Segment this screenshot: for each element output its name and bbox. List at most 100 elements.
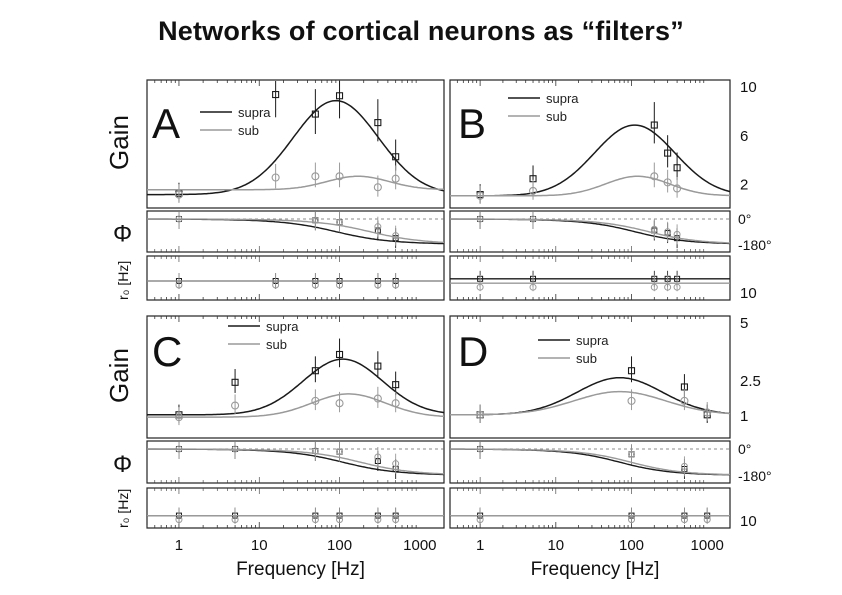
rate-point-sub — [374, 281, 382, 289]
rate-point-sub — [336, 516, 344, 524]
legend-label-sub: sub — [576, 351, 597, 366]
legend-label-sub: sub — [238, 123, 259, 138]
gain-point-sub — [476, 410, 485, 419]
phase-curve-sub — [147, 218, 445, 244]
phase-frame — [146, 210, 445, 253]
rate-axis-label: r₀ [Hz] — [115, 489, 131, 528]
x-axis-label: Frequency [Hz] — [531, 559, 660, 580]
gain-curve-sub — [147, 175, 445, 191]
gain-point-supra — [374, 362, 382, 370]
gain-point-supra — [311, 367, 319, 375]
phase-point-sub — [529, 215, 537, 223]
phase-frame — [146, 440, 445, 484]
gain-point-sub — [174, 190, 184, 199]
rate-point-sub — [336, 281, 344, 289]
phase-point-sub — [392, 460, 400, 468]
legend-label-supra: supra — [266, 319, 299, 334]
x-tick-label: 1000 — [691, 537, 724, 554]
rate-point-sub — [311, 281, 319, 289]
gain-frame — [449, 79, 731, 209]
phase-tick-label: -180° — [738, 468, 772, 484]
panel-letter: D — [458, 328, 488, 375]
gain-point-supra — [664, 149, 672, 157]
phase-point-sub — [374, 453, 382, 461]
phase-curve-supra — [147, 218, 445, 245]
phase-point-sub — [476, 215, 484, 223]
phase-point-sub — [476, 445, 484, 453]
phase-axis-label: Φ — [113, 451, 132, 478]
phase-tick-label: 0° — [738, 211, 751, 227]
gain-tick-label: 10 — [740, 79, 757, 96]
panel-letter: C — [152, 328, 182, 375]
phase-point-sub — [664, 228, 672, 236]
gain-tick-label: 6 — [740, 128, 748, 145]
phase-point-sub — [336, 218, 344, 226]
gain-tick-label: 2 — [740, 177, 748, 194]
phase-tick-label: 0° — [738, 441, 751, 457]
phase-point-sub — [392, 232, 400, 240]
gain-point-supra — [272, 90, 280, 99]
gain-point-supra — [374, 119, 382, 127]
rate-point-sub — [272, 281, 280, 289]
phase-point-sub — [175, 445, 183, 453]
phase-frame — [449, 440, 731, 484]
gain-curve-sub — [450, 390, 731, 416]
gain-point-sub — [476, 191, 485, 200]
gain-frame — [146, 79, 445, 209]
rate-tick-label: 10 — [740, 513, 757, 530]
phase-point-sub — [680, 462, 688, 470]
phase-point-sub — [311, 216, 319, 224]
rate-point-sub — [311, 516, 319, 524]
phase-point-sub — [650, 225, 658, 233]
rate-point-sub — [628, 516, 636, 524]
gain-axis-label: Gain — [104, 348, 134, 403]
gain-axis-label: Gain — [104, 115, 134, 170]
gain-point-supra — [392, 381, 400, 389]
gain-point-sub — [680, 396, 689, 405]
phase-point-sub — [336, 448, 344, 456]
rate-point-sub — [703, 516, 711, 524]
phase-curve-supra — [450, 448, 730, 476]
x-axis-label: Frequency [Hz] — [236, 559, 365, 580]
x-tick-label: 1000 — [403, 537, 436, 554]
slide-title: Networks of cortical neurons as “filters… — [158, 16, 684, 46]
phase-tick-label: -180° — [738, 237, 772, 253]
gain-curve-sub — [450, 175, 731, 197]
rate-point-sub — [392, 516, 400, 524]
rate-frame — [146, 487, 445, 529]
rate-axis-label: r₀ [Hz] — [115, 261, 131, 300]
legend-label-sub: sub — [266, 337, 287, 352]
gain-curve-supra — [147, 99, 445, 196]
phase-point-sub — [231, 445, 239, 453]
legend-label-sub: sub — [546, 109, 567, 124]
gain-point-supra — [231, 378, 239, 386]
phase-curve-sub — [450, 218, 731, 244]
gain-point-sub — [627, 396, 636, 405]
gain-point-supra — [335, 92, 344, 100]
rate-point-sub — [476, 283, 484, 291]
gain-point-sub — [373, 394, 382, 403]
gain-curve-sub — [147, 393, 445, 418]
gain-point-sub — [391, 174, 400, 183]
rate-tick-label: 10 — [740, 285, 757, 302]
phase-point-sub — [175, 215, 183, 223]
x-tick-label: 1 — [175, 537, 183, 554]
gain-point-sub — [335, 399, 344, 408]
gain-frame — [449, 315, 731, 439]
x-tick-label: 10 — [547, 537, 564, 554]
panel-letter: A — [152, 100, 180, 147]
gain-curve-supra — [147, 358, 445, 416]
gain-point-sub — [703, 408, 712, 417]
rate-point-sub — [476, 516, 484, 524]
rate-point-sub — [680, 516, 688, 524]
x-tick-label: 1 — [476, 537, 484, 554]
gain-frame — [146, 315, 445, 439]
x-tick-label: 10 — [251, 537, 268, 554]
gain-tick-label: 5 — [740, 315, 748, 332]
phase-point-sub — [628, 450, 636, 458]
gain-point-sub — [231, 401, 240, 410]
gain-tick-label: 1 — [740, 408, 748, 425]
phase-point-sub — [374, 223, 382, 231]
